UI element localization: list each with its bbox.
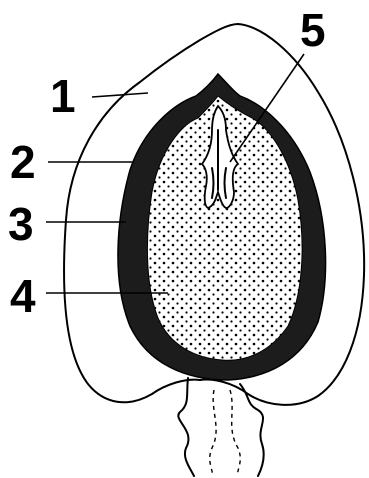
stalk-vascular-strand xyxy=(210,390,216,476)
stalk-shape xyxy=(178,378,194,476)
label-5: 5 xyxy=(300,4,326,56)
label-4: 4 xyxy=(10,270,36,322)
label-1: 1 xyxy=(50,70,76,122)
label-3: 3 xyxy=(8,198,34,250)
stalk-vascular-strand xyxy=(230,390,240,476)
label-1-leader-line xyxy=(92,93,148,97)
label-2: 2 xyxy=(10,136,36,188)
stalk-shape-right xyxy=(240,384,264,476)
